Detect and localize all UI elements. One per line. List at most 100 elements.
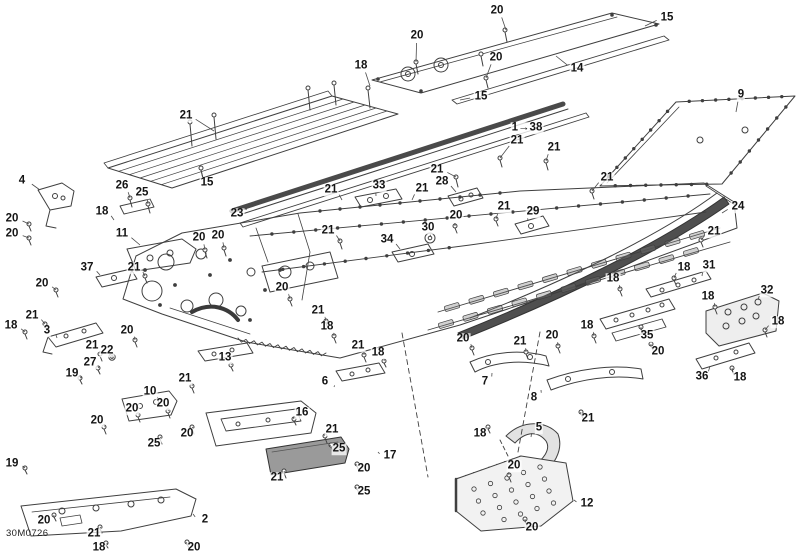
part-callout: 21 [24, 309, 40, 322]
part-callout: 21 [512, 335, 528, 348]
part-callout: 1→38 [510, 121, 544, 134]
part-callout: 12 [579, 497, 595, 510]
part-callout: 5 [534, 421, 544, 434]
bracket-16 [205, 400, 317, 447]
part-callout: 20 [34, 277, 50, 290]
alignment-dashed-lines [401, 331, 541, 478]
part-callout: 20 [4, 212, 20, 225]
part-callout: 30 [420, 221, 436, 234]
part-callout: 20 [356, 462, 372, 475]
part-callout: 25 [331, 442, 347, 455]
part-callout: 13 [217, 351, 233, 364]
part-callout: 21 [509, 134, 525, 147]
bracket-3 [42, 322, 104, 355]
part-callout: 18 [3, 319, 19, 332]
part-callout: 7 [480, 375, 490, 388]
part-callout: 21 [414, 182, 430, 195]
part-callout: 28 [434, 175, 450, 188]
part-callout: 15 [199, 176, 215, 189]
part-callout: 29 [525, 205, 541, 218]
part-callout: 11 [114, 227, 130, 240]
part-callout: 33 [371, 179, 387, 192]
side-panel-9 [599, 94, 796, 188]
part-callout: 18 [91, 541, 107, 554]
part-callout: 21 [310, 304, 326, 317]
part-callout: 8 [529, 391, 539, 404]
brackets-mid-28-29-30-34 [391, 187, 550, 263]
footrest-12 [454, 455, 574, 532]
part-callout: 22 [99, 344, 115, 357]
part-callout: 20 [119, 324, 135, 337]
part-callout: 21 [706, 225, 722, 238]
part-callout: 35 [639, 329, 655, 342]
part-callout: 20 [650, 345, 666, 358]
part-callout: 20 [155, 397, 171, 410]
part-callout: 25 [134, 186, 150, 199]
part-callout: 21 [599, 171, 615, 184]
part-callout: 17 [382, 449, 398, 462]
part-callout: 20 [274, 281, 290, 294]
bracket-26-25 [119, 198, 155, 215]
part-callout: 16 [294, 406, 310, 419]
part-callout: 15 [473, 90, 489, 103]
part-callout: 21 [429, 163, 445, 176]
part-callout: 25 [356, 485, 372, 498]
part-callout: 21 [126, 261, 142, 274]
part-callout: 21 [320, 224, 336, 237]
top-panel-14 [371, 12, 660, 94]
part-callout: 18 [319, 320, 335, 333]
part-callout: 18 [700, 290, 716, 303]
part-callout: 6 [320, 375, 330, 388]
part-callout: 18 [676, 261, 692, 274]
part-callout: 18 [370, 346, 386, 359]
part-callout: 21 [86, 527, 102, 540]
part-callout: 21 [178, 109, 194, 122]
bracket-13 [197, 342, 254, 362]
part-callout: 3 [42, 324, 52, 337]
part-callout: 18 [579, 319, 595, 332]
part-callout: 27 [82, 356, 98, 369]
panel-hatched-21 [103, 90, 399, 189]
part-callout: 26 [114, 179, 130, 192]
part-callout: 15 [659, 11, 675, 24]
part-callout: 21 [350, 339, 366, 352]
strap-8 [546, 366, 644, 391]
part-callout: 2 [200, 513, 210, 526]
part-callout: 20 [191, 231, 207, 244]
plate-6 [335, 362, 386, 382]
part-callout: 20 [506, 459, 522, 472]
bracket-37 [95, 268, 138, 288]
part-callout: 34 [379, 233, 395, 246]
part-callout: 21 [580, 412, 596, 425]
strap-35 [599, 298, 676, 342]
part-callout: 20 [186, 541, 202, 554]
part-callout: 32 [759, 284, 775, 297]
part-callout: 20 [488, 51, 504, 64]
part-callout: 14 [569, 62, 585, 75]
strap-36 [695, 342, 756, 370]
part-callout: 18 [732, 371, 748, 384]
frame-15 [451, 35, 670, 105]
part-callout: 20 [544, 329, 560, 342]
part-callout: 21 [177, 372, 193, 385]
part-callout: 20 [524, 521, 540, 534]
part-callout: 23 [229, 207, 245, 220]
part-callout: 21 [323, 183, 339, 196]
part-callout: 20 [409, 29, 425, 42]
part-callout: 20 [455, 332, 471, 345]
part-callout: 21 [496, 200, 512, 213]
part-callout: 18 [472, 427, 488, 440]
strap-31 [645, 270, 712, 298]
part-callout: 19 [4, 457, 20, 470]
part-callout: 20 [489, 4, 505, 17]
part-callout: 20 [210, 229, 226, 242]
part-callout: 20 [36, 514, 52, 527]
part-callout: 37 [79, 261, 95, 274]
part-callout: 21 [546, 141, 562, 154]
tunnel-main [122, 182, 738, 480]
part-callout: 20 [124, 402, 140, 415]
part-callout: 21 [84, 339, 100, 352]
